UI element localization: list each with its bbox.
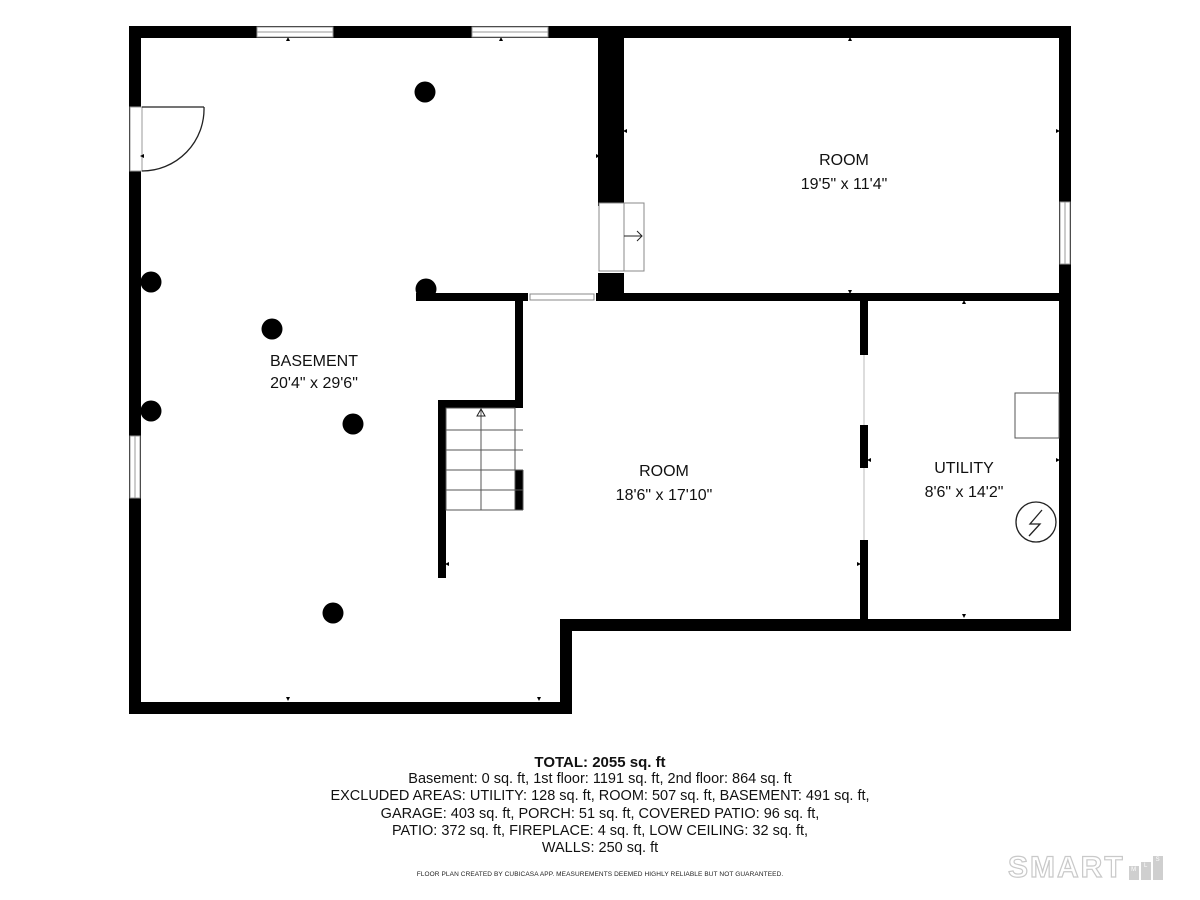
logo-bar: S — [1152, 856, 1163, 880]
room-dimensions: 8'6" x 14'2" — [925, 484, 1004, 501]
room-dimensions: 20'4" x 29'6" — [270, 375, 358, 392]
area-summary: TOTAL: 2055 sq. ft Basement: 0 sq. ft, 1… — [0, 754, 1200, 857]
summary-line: EXCLUDED AREAS: UTILITY: 128 sq. ft, ROO… — [330, 788, 870, 805]
post — [140, 400, 162, 422]
windows — [129, 26, 1071, 499]
total-area: TOTAL: 2055 sq. ft — [534, 754, 666, 771]
wall-markers — [140, 37, 1060, 701]
water-heater-icon — [1015, 501, 1057, 543]
utility-appliance — [1014, 392, 1060, 439]
floor-plan: BASEMENT 20'4" x 29'6" ROOM 19'5" x 11'4… — [129, 26, 1071, 714]
post — [261, 318, 283, 340]
disclaimer: FLOOR PLAN CREATED BY CUBICASA APP. MEAS… — [416, 871, 784, 878]
door-room-top — [598, 202, 645, 272]
room-label-room-middle: ROOM 18'6" x 17'10" — [616, 463, 713, 504]
logo-bar: L — [1140, 862, 1151, 880]
room-dimensions: 19'5" x 11'4" — [801, 176, 888, 193]
stairs — [445, 407, 524, 511]
summary-line: GARAGE: 403 sq. ft, PORCH: 51 sq. ft, CO… — [380, 805, 820, 822]
logo-bar: M — [1128, 866, 1139, 880]
support-posts — [140, 81, 437, 624]
room-name: UTILITY — [934, 460, 994, 477]
room-label-utility: UTILITY 8'6" x 14'2" — [925, 460, 1004, 501]
post — [140, 271, 162, 293]
room-name: BASEMENT — [270, 353, 358, 370]
door-arrow-icon — [624, 230, 643, 242]
interior-walls — [416, 38, 1060, 620]
room-name: ROOM — [639, 463, 689, 480]
post — [342, 413, 364, 435]
room-label-basement: BASEMENT 20'4" x 29'6" — [270, 353, 358, 392]
exterior-walls — [129, 26, 1071, 714]
summary-line: WALLS: 250 sq. ft — [541, 840, 659, 857]
post — [322, 602, 344, 624]
exterior-door — [141, 106, 205, 172]
logo-brand: SMART — [1007, 850, 1125, 884]
doorways — [529, 202, 645, 301]
post — [415, 278, 437, 300]
smart-mls-logo: SMART M L S — [1007, 850, 1180, 885]
post — [414, 81, 436, 103]
stairs-up-arrow-icon — [476, 407, 486, 417]
summary-line: Basement: 0 sq. ft, 1st floor: 1191 sq. … — [408, 771, 792, 788]
summary-line: PATIO: 372 sq. ft, FIREPLACE: 4 sq. ft, … — [391, 822, 809, 839]
logo-mls-bars: M L S — [1128, 856, 1163, 880]
doorway-basement-room — [529, 293, 595, 301]
room-name: ROOM — [819, 152, 869, 169]
window-left-door-frame — [129, 106, 143, 172]
room-dimensions: 18'6" x 17'10" — [616, 487, 713, 504]
room-label-room-top: ROOM 19'5" x 11'4" — [801, 152, 888, 193]
